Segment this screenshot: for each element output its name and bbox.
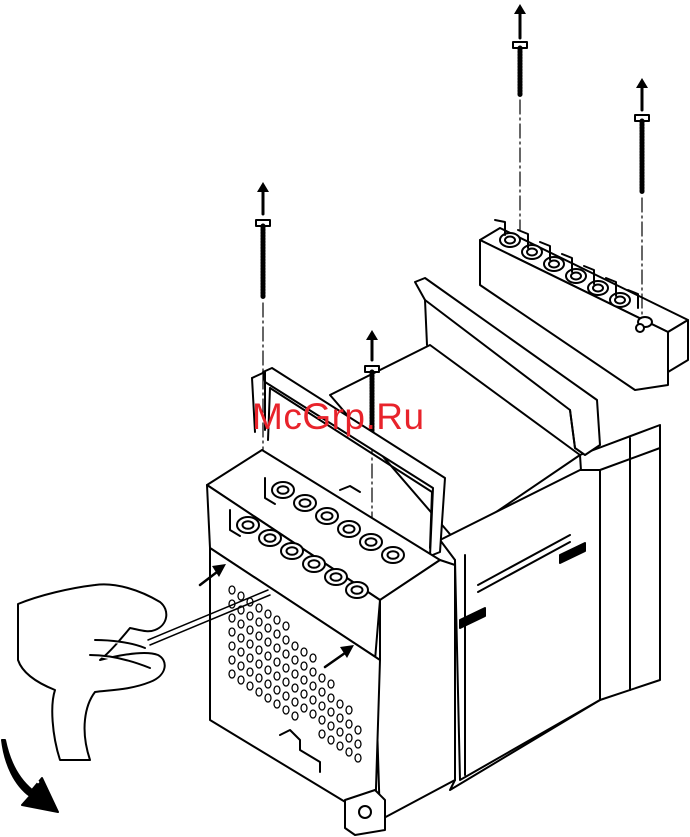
- screw: [635, 115, 649, 318]
- rotate-arrow: [2, 735, 58, 812]
- screw: [256, 220, 270, 485]
- front-terminal-block: [207, 450, 455, 835]
- screw: [513, 42, 527, 230]
- hand: [18, 584, 166, 760]
- watermark-text: McGrp.Ru: [252, 398, 425, 435]
